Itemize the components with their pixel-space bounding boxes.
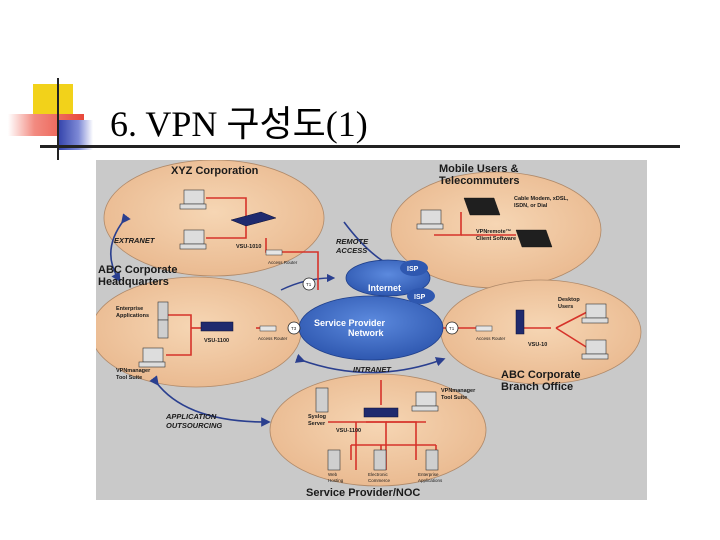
vpnmanager-noc-label-1: VPNmanager bbox=[441, 388, 476, 394]
site-label-mobile-2: Telecommuters bbox=[439, 175, 520, 187]
access-router-hq-label: Access Router bbox=[258, 336, 288, 341]
flow-label-remote-1: REMOTE bbox=[336, 237, 369, 246]
vpnmanager-noc-label-2: Tool Suite bbox=[441, 395, 467, 401]
t1-xyz-circle bbox=[302, 277, 316, 291]
site-label-hq-1: ABC Corporate bbox=[98, 264, 177, 276]
t1-xyz-label: T1 bbox=[306, 282, 312, 287]
laptop-icon bbox=[463, 197, 553, 248]
sp-network-label-1: Service Provider bbox=[314, 318, 386, 328]
site-label-branch-2: Branch Office bbox=[501, 381, 573, 393]
syslog-label-2: Server bbox=[308, 421, 326, 427]
site-label-mobile-1: Mobile Users & bbox=[439, 163, 519, 175]
desktop-users-label-1: Desktop bbox=[558, 297, 580, 303]
title-underline bbox=[40, 145, 680, 148]
electronic-commerce-label-1: Electronic bbox=[368, 472, 389, 477]
flow-label-extranet: EXTRANET bbox=[114, 236, 156, 245]
vpnremote-label-2: Client Software bbox=[476, 236, 516, 242]
vpnmanager-hq-label-2: Tool Suite bbox=[116, 375, 142, 381]
intranet-arrow bbox=[294, 353, 446, 374]
desktop-users-label-2: Users bbox=[558, 304, 573, 310]
access-router-icon bbox=[259, 249, 493, 332]
electronic-commerce-label-2: Commerce bbox=[368, 478, 391, 483]
internet-label: Internet bbox=[368, 283, 401, 293]
access-router-xyz-label: Access Router bbox=[268, 260, 298, 265]
isp-bottom-label: ISP bbox=[414, 294, 426, 301]
syslog-label-1: Syslog bbox=[308, 414, 326, 420]
outsourcing-arrow bbox=[149, 375, 271, 427]
flow-label-intranet: INTRANET bbox=[353, 365, 392, 374]
vpn-architecture-diagram: XYZ Corporation Mobile Users & Telecommu… bbox=[96, 160, 647, 500]
web-hosting-label-1: Web bbox=[328, 472, 338, 477]
vsu-device-icon bbox=[200, 211, 525, 418]
vsu-1100-noc-label: VSU-1100 bbox=[336, 428, 361, 434]
isp-bottom-cloud bbox=[407, 288, 435, 304]
enterprise-hq-label-1: Enterprise bbox=[116, 306, 143, 312]
site-label-noc: Service Provider/NOC bbox=[306, 487, 420, 499]
cable-modem-label-1: Cable Modem, xDSL, bbox=[514, 196, 569, 202]
vertical-accent-line bbox=[57, 78, 59, 160]
vpnremote-label-1: VPNremote™ bbox=[476, 229, 511, 235]
vpnmanager-hq-label-1: VPNmanager bbox=[116, 368, 151, 374]
desktop-computer-icon bbox=[138, 189, 609, 412]
t1-branch-label: T1 bbox=[449, 326, 455, 331]
sp-network-label-2: Network bbox=[348, 328, 385, 338]
enterprise-noc-label-2: Applications bbox=[418, 478, 443, 483]
vsu-1010-label: VSU-1010 bbox=[236, 244, 261, 250]
flow-label-remote-2: ACCESS bbox=[335, 246, 367, 255]
site-label-branch-1: ABC Corporate bbox=[501, 369, 580, 381]
isp-top-label: ISP bbox=[407, 266, 419, 273]
t3-hq-circle bbox=[287, 321, 301, 335]
t3-hq-label: T3 bbox=[291, 326, 297, 331]
vsu-1100-hq-label: VSU-1100 bbox=[204, 338, 229, 344]
extranet-arrow bbox=[109, 213, 131, 283]
enterprise-noc-label-1: Enterprise bbox=[418, 472, 439, 477]
vsu-10-label: VSU-10 bbox=[528, 342, 547, 348]
site-label-hq-2: Headquarters bbox=[98, 276, 169, 288]
cable-modem-label-2: ISDN, or Dial bbox=[514, 203, 548, 209]
site-label-xyz: XYZ Corporation bbox=[171, 165, 259, 177]
xyz-site-ellipse bbox=[103, 160, 325, 277]
isp-top-cloud bbox=[400, 260, 428, 276]
access-router-branch-label: Access Router bbox=[476, 336, 506, 341]
flow-label-outsourcing-1: APPLICATION bbox=[165, 412, 217, 421]
slide-title: 6. VPN 구성도(1) bbox=[110, 104, 368, 144]
server-tower-icon bbox=[157, 301, 439, 471]
flow-label-outsourcing-2: OUTSOURCING bbox=[166, 421, 222, 430]
enterprise-hq-label-2: Applications bbox=[116, 313, 149, 319]
t1-branch-circle bbox=[445, 321, 459, 335]
web-hosting-label-2: Hosting bbox=[328, 478, 344, 483]
